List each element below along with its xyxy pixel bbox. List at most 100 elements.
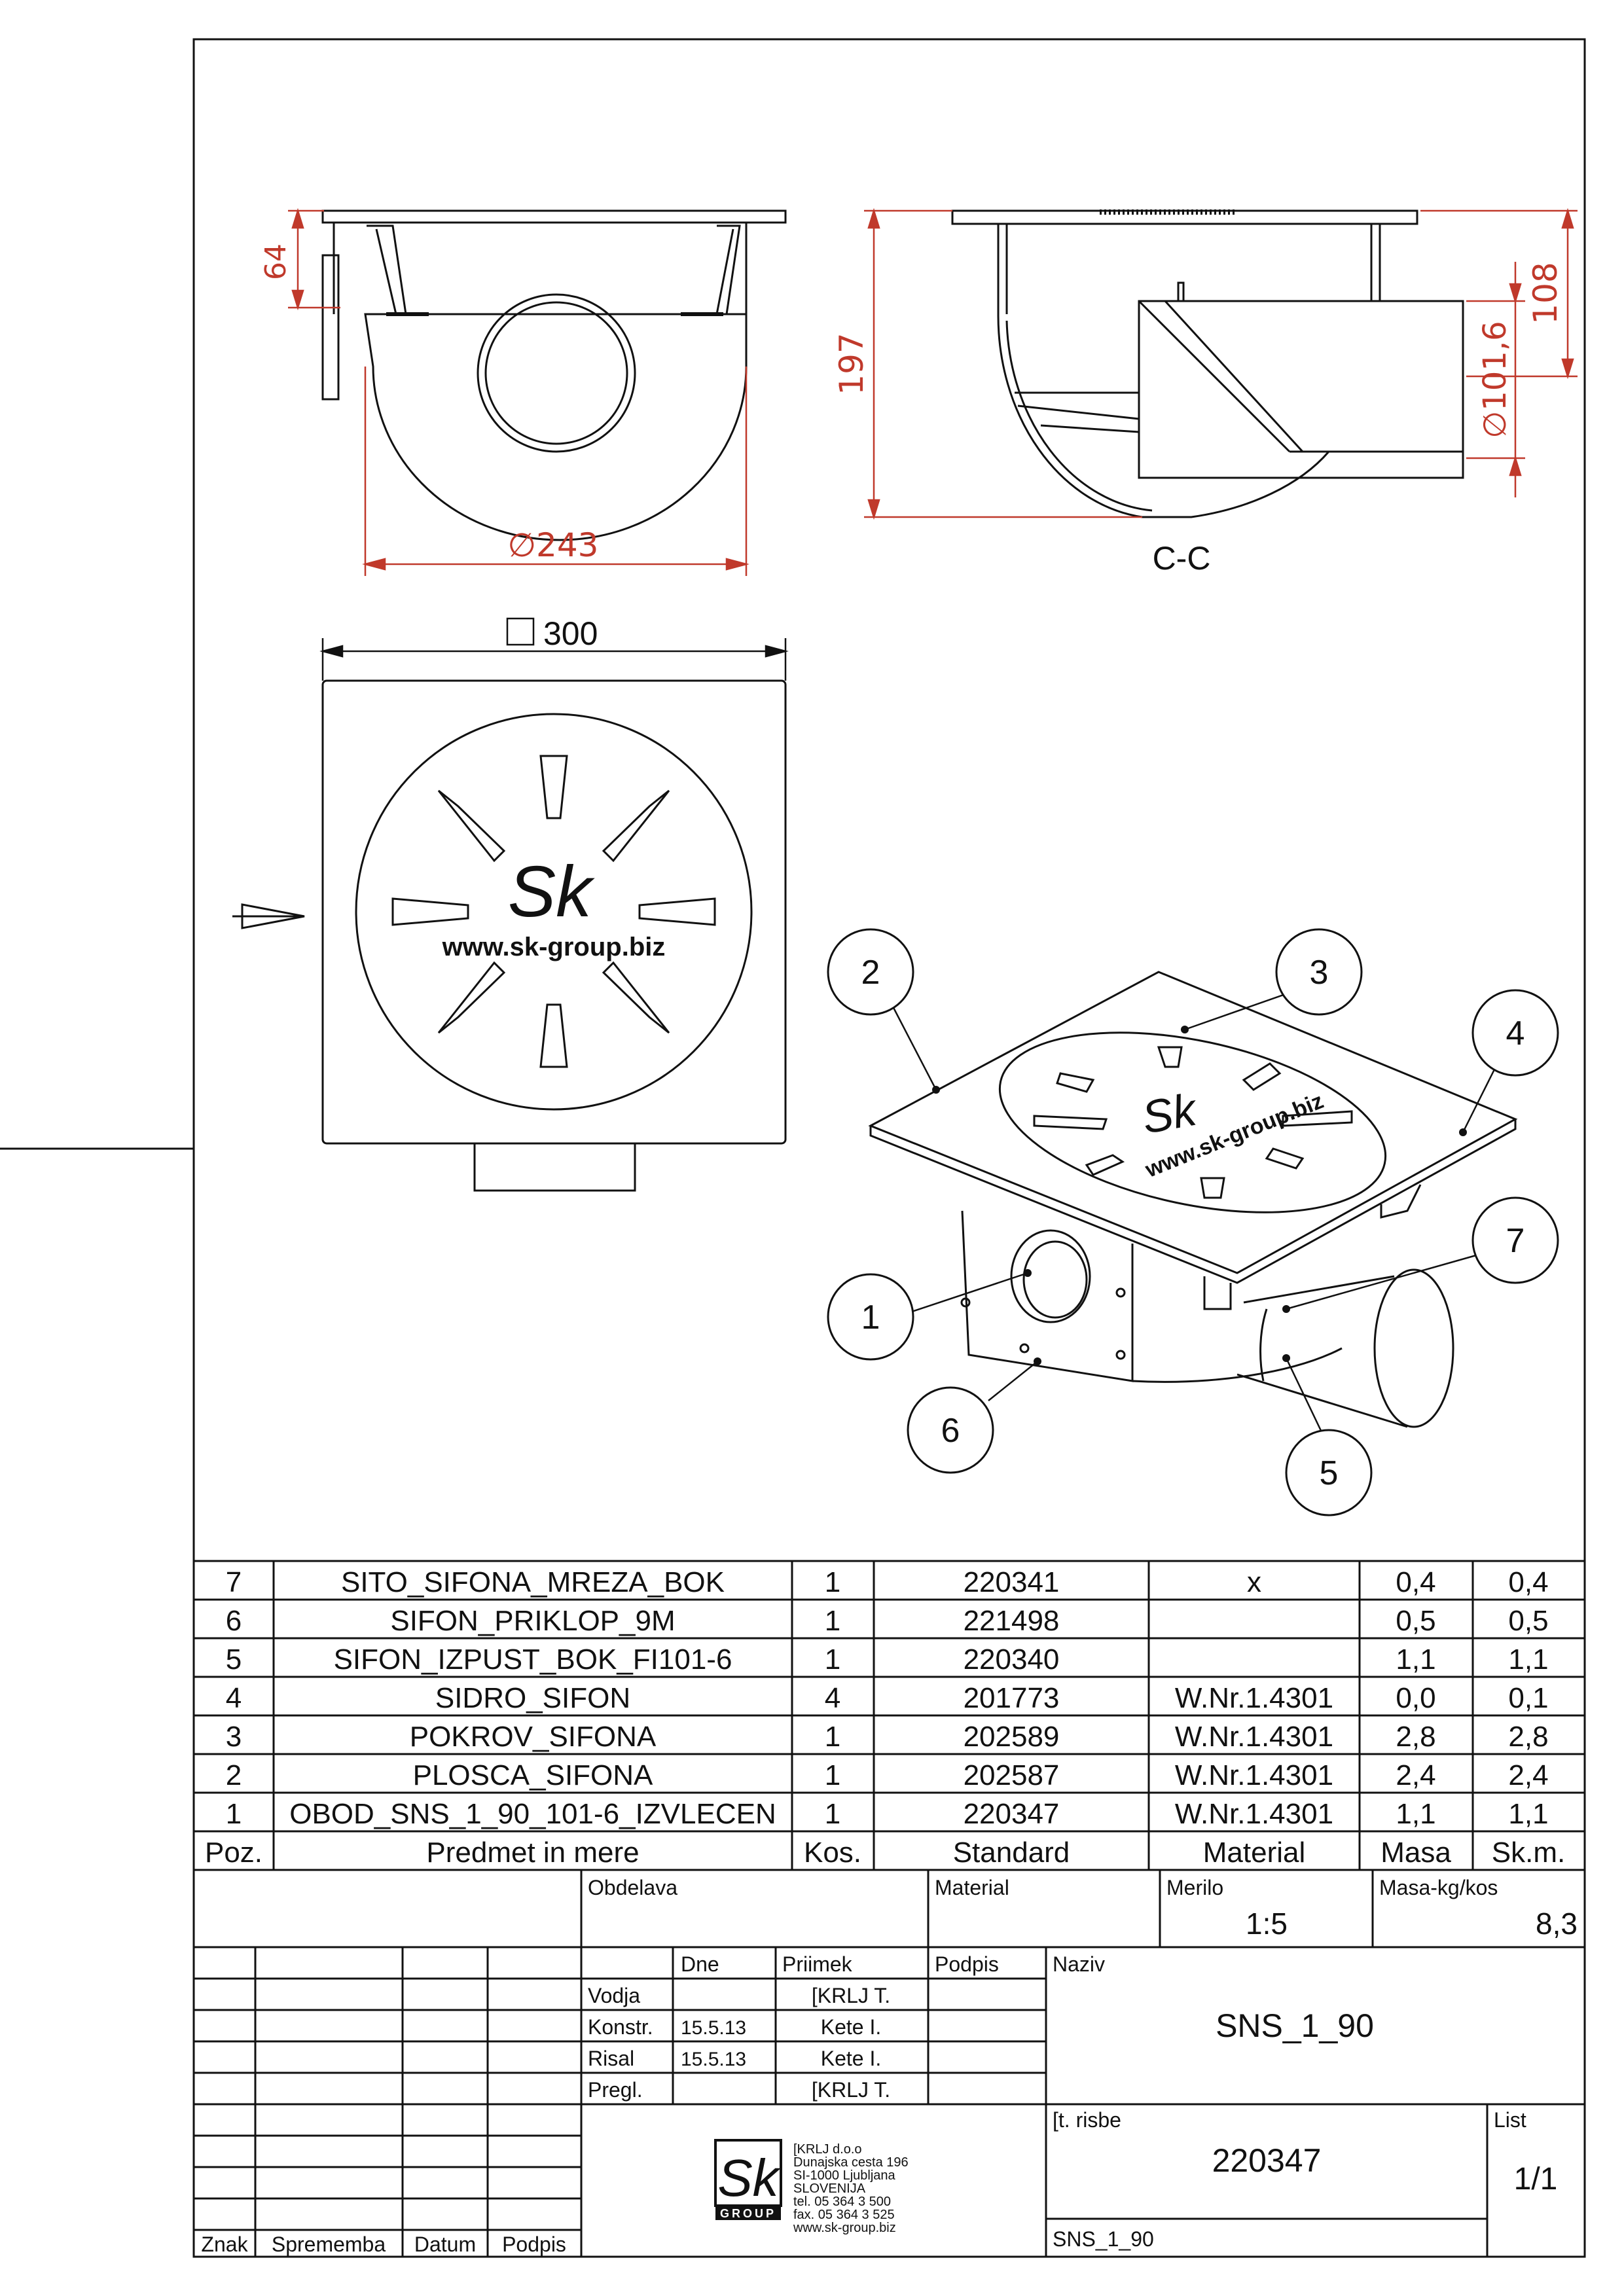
bom-masa: 0,4: [1396, 1566, 1435, 1598]
bom-material: x: [1247, 1566, 1261, 1598]
bom-masa: 1,1: [1396, 1798, 1435, 1830]
bom-predmet: SITO_SIFONA_MREZA_BOK: [341, 1566, 725, 1598]
callout-points: [932, 1026, 1467, 1365]
bom-poz: 5: [226, 1643, 242, 1676]
role-label: Pregl.: [588, 2078, 643, 2102]
company-line: SLOVENIJA: [793, 2181, 866, 2196]
company-line: tel. 05 364 3 500: [793, 2195, 891, 2209]
revision-header-podpis: Podpis: [502, 2233, 566, 2256]
bom-material: W.Nr.1.4301: [1175, 1682, 1333, 1714]
bom-poz: 3: [226, 1721, 242, 1753]
title-block-grid: [192, 1869, 1586, 2258]
bom-predmet: PLOSCA_SIFONA: [413, 1759, 653, 1791]
bom-skm: 1,1: [1508, 1643, 1548, 1676]
bom-skm: 1,1: [1508, 1798, 1548, 1830]
role-label: Risal: [588, 2047, 634, 2070]
front-view: [321, 209, 787, 541]
bom-kos: 1: [825, 1605, 840, 1637]
iso-grate-slots: [1033, 1046, 1353, 1199]
bom-predmet: SIDRO_SIFON: [435, 1682, 630, 1714]
list-label: List: [1494, 2108, 1526, 2132]
grate-website: www.sk-group.biz: [442, 933, 666, 961]
masa-label: Masa-kg/kos: [1379, 1876, 1498, 1899]
bom-material: W.Nr.1.4301: [1175, 1721, 1333, 1753]
role-label: Vodja: [588, 1984, 640, 2007]
bom-header-skm: Sk.m.: [1492, 1837, 1565, 1869]
dimension-height-197: 197: [833, 332, 871, 395]
company-line: SI-1000 Ljubljana: [793, 2168, 896, 2183]
bom-predmet: POKROV_SIFONA: [410, 1721, 657, 1753]
company-logo-text: Sk: [717, 2149, 781, 2207]
bom-material: W.Nr.1.4301: [1175, 1798, 1333, 1830]
grate-logo: Sk: [508, 852, 595, 932]
bom-skm: 0,4: [1508, 1566, 1548, 1598]
dne-label: Dne: [681, 1952, 719, 1976]
st-risbe-label: [t. risbe: [1053, 2108, 1121, 2132]
dimension-height-108: 108: [1526, 262, 1564, 324]
bom-kos: 1: [825, 1759, 840, 1791]
bom-standard: 220347: [964, 1798, 1060, 1830]
bom-masa: 2,4: [1396, 1759, 1435, 1791]
revision-header-znak: Znak: [201, 2233, 248, 2256]
bom-predmet: SIFON_IZPUST_BOK_FI101-6: [334, 1643, 732, 1676]
section-view-dimensions: [864, 207, 1578, 520]
iso-grate-logo: Sk: [1138, 1083, 1202, 1143]
revision-header-sprememba: Sprememba: [272, 2233, 386, 2256]
sheet-frame: [0, 38, 1586, 2258]
company-line: [KRLJ d.o.o: [793, 2142, 862, 2157]
bom-poz: 4: [226, 1682, 242, 1714]
bom-predmet: OBOD_SNS_1_90_101-6_IZVLECEN: [289, 1798, 776, 1830]
callout-4: 4: [1506, 1014, 1525, 1052]
section-label-c-c: C-C: [1153, 540, 1211, 577]
list-value: 1/1: [1514, 2162, 1558, 2197]
podpis-label: Podpis: [935, 1952, 999, 1976]
obdelava-label: Obdelava: [588, 1876, 677, 1899]
role-date: 15.5.13: [681, 2017, 746, 2039]
company-line: fax. 05 364 3 525: [793, 2208, 895, 2222]
dimension-diameter-101-6: ∅101,6: [1477, 321, 1513, 438]
bom-header-masa: Masa: [1380, 1837, 1451, 1869]
bom-header-standard: Standard: [953, 1837, 1070, 1869]
callout-7: 7: [1506, 1222, 1525, 1260]
callout-leaders: [889, 990, 1497, 1434]
role-date: 15.5.13: [681, 2049, 746, 2070]
footer-name: SNS_1_90: [1053, 2227, 1154, 2251]
title-block-text: Obdelava Material Merilo 1:5 Masa-kg/kos…: [201, 1876, 1578, 2256]
bom-kos: 4: [825, 1682, 840, 1714]
bom-skm: 2,8: [1508, 1721, 1548, 1753]
bom-kos: 1: [825, 1798, 840, 1830]
bom-header-material: Material: [1203, 1837, 1306, 1869]
material-label: Material: [935, 1876, 1009, 1899]
bom-masa: 0,5: [1396, 1605, 1435, 1637]
naziv-value: SNS_1_90: [1216, 2007, 1374, 2044]
bom-poz: 1: [226, 1798, 242, 1830]
dimension-height-64: 64: [259, 243, 293, 280]
callout-3: 3: [1310, 954, 1329, 992]
company-address: [KRLJ d.o.o Dunajska cesta 196 SI-1000 L…: [793, 2142, 909, 2235]
role-label: Konstr.: [588, 2015, 653, 2039]
bom-poz: 7: [226, 1566, 242, 1598]
role-name: Kete I.: [821, 2047, 882, 2070]
bom-kos: 1: [825, 1721, 840, 1753]
company-line: Dunajska cesta 196: [793, 2155, 909, 2170]
bom-poz: 6: [226, 1605, 242, 1637]
company-logo: Sk GROUP: [714, 2139, 782, 2220]
role-name: [KRLJ T.: [812, 2078, 890, 2102]
top-view: [232, 679, 787, 1192]
section-view-c-c: [951, 209, 1464, 518]
bom-skm: 0,5: [1508, 1605, 1548, 1637]
callout-6: 6: [941, 1412, 960, 1450]
bom-masa: 2,8: [1396, 1721, 1435, 1753]
dimension-square-300: 300: [543, 615, 598, 652]
callout-2: 2: [861, 954, 880, 992]
company-line: www.sk-group.biz: [793, 2221, 896, 2235]
grate-slots: [391, 755, 716, 1068]
masa-value: 8,3: [1536, 1907, 1578, 1941]
naziv-label: Naziv: [1053, 1952, 1105, 1976]
dimension-diameter-243: ∅243: [508, 526, 599, 564]
bom-header-predmet: Predmet in mere: [426, 1837, 639, 1869]
front-view-dimensions: [288, 207, 749, 576]
bom-masa: 1,1: [1396, 1643, 1435, 1676]
bom-standard: 220341: [964, 1566, 1060, 1598]
